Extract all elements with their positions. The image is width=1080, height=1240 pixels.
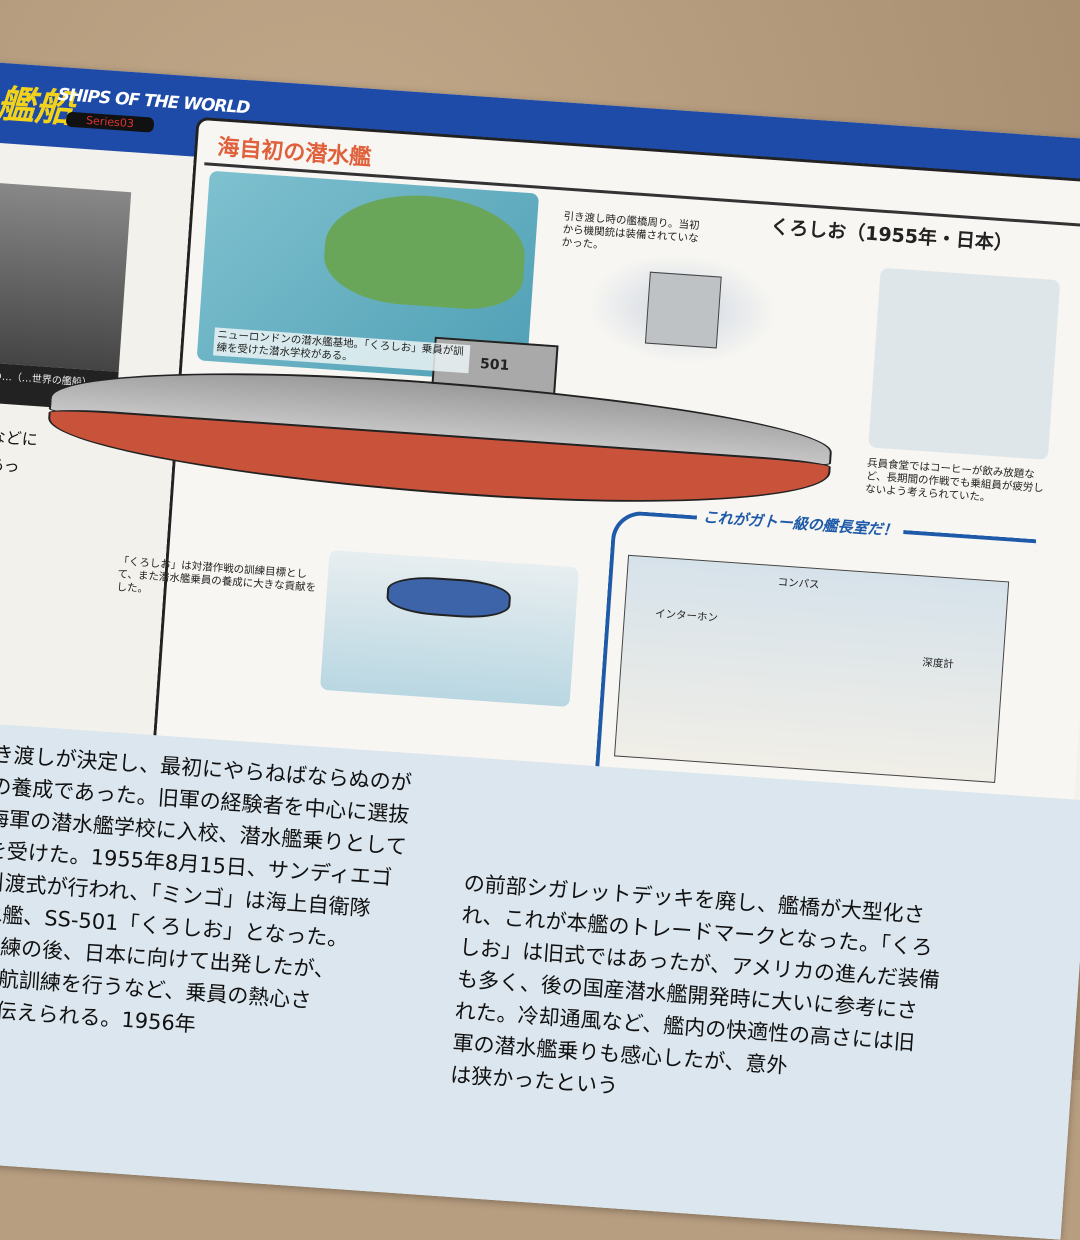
hill: [321, 189, 529, 313]
label-intercom: インターホン: [654, 607, 719, 625]
body-column-1: 引き渡しが決定し、最初にやらねばならぬのが 員の養成であった。旧軍の経験者を中心…: [0, 740, 413, 1037]
aircraft-illustration: [319, 549, 580, 708]
mess-caption: 兵員食堂ではコーヒーが飲み放題など、長期間の作戦でも乗組員が疲労しないよう考えら…: [864, 457, 1045, 504]
series-label: Series03: [65, 111, 155, 133]
body-column-2: の前部シガレットデッキを廃し、艦橋が大型化さ れ、これが本艦のトレードマークとな…: [449, 871, 941, 1099]
left-photo: [0, 178, 132, 372]
mess-illustration: [868, 267, 1061, 460]
submarine-illustration: 501: [44, 336, 835, 521]
label-compass: コンパス: [777, 576, 820, 592]
planes-caption: 「くろしお」は対潜作戦の訓練目標として、また潜水艦乗員の養成に大きな貢献をした。: [116, 555, 317, 596]
captain-cabin-illustration: コンパス インターホン 深度計: [614, 554, 1010, 783]
feature-panel: 海自初の潜水艦 くろしお（1955年・日本） ニューロンドンの潜水艦基地。「くろ…: [44, 116, 1080, 806]
hull-number: 501: [479, 356, 510, 375]
cabin-inset: これがガトー級の艦長室だ！ コンパス インターホン 深度計: [594, 505, 1037, 803]
leaflet: 艦船 SHIPS OF THE WORLD Series03 …であった。後の……: [0, 60, 1080, 1240]
label-depth-gauge: 深度計: [921, 656, 955, 671]
body-text-area: 引き渡しが決定し、最初にやらねばならぬのが 員の養成であった。旧軍の経験者を中心…: [0, 718, 1080, 1240]
aircraft: [385, 574, 512, 621]
bridge-illustration: [583, 247, 781, 371]
conning-tower: [644, 271, 722, 349]
left-page-text: 艦などに であっ 訓に れ: [0, 425, 39, 503]
